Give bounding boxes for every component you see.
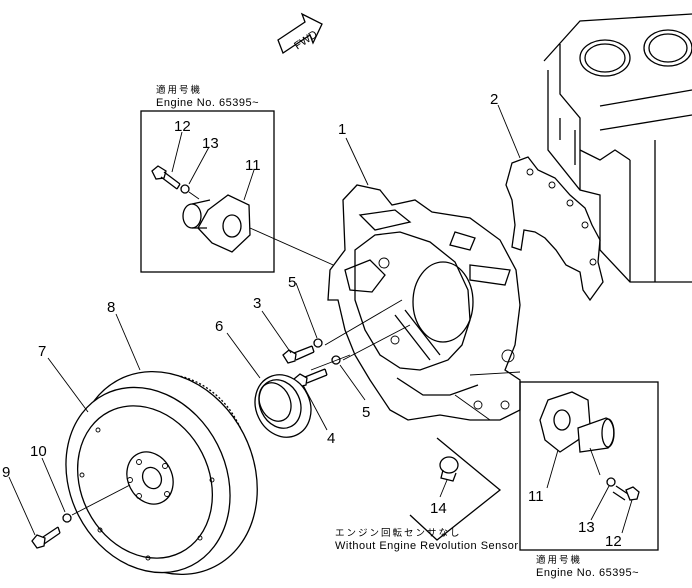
callout-10: 10: [30, 443, 47, 460]
callout-8: 8: [107, 299, 115, 316]
callout-14: 14: [430, 500, 447, 517]
callout-13a: 13: [202, 135, 219, 152]
inset-top-jp-title: 適用号機: [156, 84, 202, 96]
washer-10: [62, 513, 72, 523]
callout-5a: 5: [288, 274, 296, 291]
inset-bottom-sensor: [539, 391, 615, 453]
bolt-3: [282, 345, 315, 364]
callout-5b: 5: [362, 404, 370, 421]
inset-bottom: 11 13 12: [519, 381, 659, 551]
fwd-label: FWD: [292, 28, 320, 52]
fwd-arrow-icon: FWD: [277, 12, 323, 54]
bolt-9: [31, 526, 61, 549]
inset-bottom-engine-label: Engine No. 65395~: [536, 567, 639, 579]
callout-11a: 11: [245, 157, 261, 174]
callout-4: 4: [327, 430, 335, 447]
plug-area: 14: [409, 371, 521, 541]
plug-14: [439, 456, 459, 482]
gasket: [505, 156, 604, 302]
inset-top: 適用号機 Engine No. 65395~ 12 13 11: [140, 84, 341, 273]
callout-12a: 12: [174, 118, 191, 135]
callout-1: 1: [338, 121, 346, 138]
sensor-note-en: Without Engine Revolution Sensor: [335, 540, 519, 552]
callout-11b: 11: [528, 488, 544, 505]
callout-9: 9: [2, 464, 10, 481]
inset-top-bolt: [151, 165, 181, 190]
callout-12b: 12: [605, 533, 622, 550]
inset-bottom-bolt: [612, 485, 640, 501]
callout-6: 6: [215, 318, 223, 335]
inset-top-sensor: [182, 194, 251, 253]
flywheel-housing: [327, 184, 521, 421]
engine-block: [543, 13, 692, 283]
callout-7: 7: [38, 343, 46, 360]
callout-3: 3: [253, 295, 261, 312]
flywheel: [65, 370, 258, 576]
callout-2: 2: [490, 91, 498, 108]
inset-top-washer: [180, 184, 190, 194]
sensor-note-jp: エンジン回転センサなし: [335, 528, 462, 539]
inset-top-engine-label: Engine No. 65395~: [156, 97, 259, 109]
oil-seal: [254, 374, 312, 438]
washer-5a: [313, 338, 323, 348]
inset-bottom-washer: [606, 477, 616, 487]
callout-13b: 13: [578, 519, 595, 536]
washer-5b: [331, 355, 341, 365]
inset-bottom-jp-title: 適用号機: [536, 554, 582, 566]
